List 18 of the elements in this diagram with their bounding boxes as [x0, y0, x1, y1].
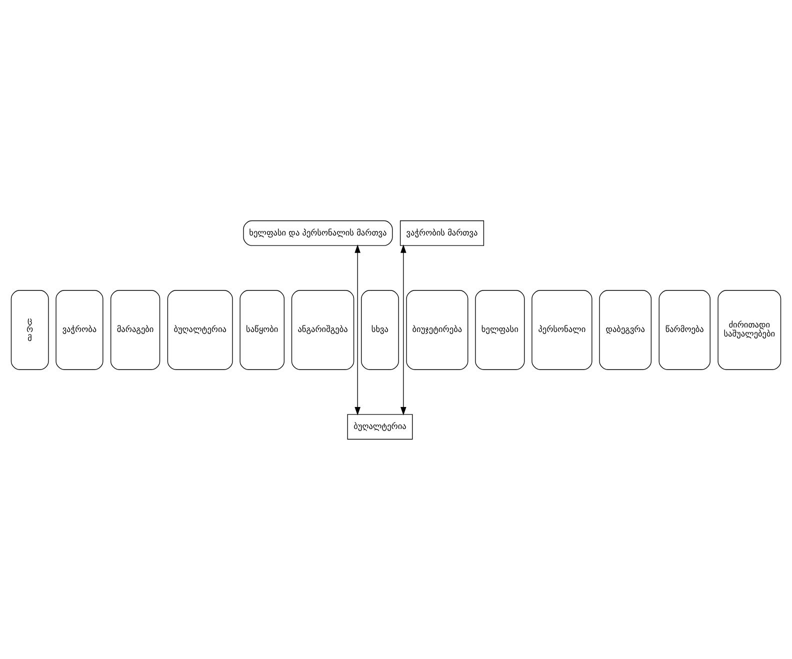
node-box: ბუღალტერია [347, 414, 413, 440]
node-box: ანგარიშგება [291, 290, 354, 370]
node-box: ბუღალტერია [167, 290, 233, 370]
node-box: ვაჭრობის მართვა [400, 220, 484, 246]
node-box: სხვა [361, 290, 399, 370]
arrow [400, 244, 406, 415]
node-box: დაბეგვრა [599, 290, 652, 370]
node-box: მარაგები [110, 290, 160, 370]
node-box: ძირითადი საშუალებები [718, 290, 782, 370]
node-box: ბიუჯეტირება [406, 290, 468, 370]
node-box: ხელფასი [475, 290, 525, 370]
node-box: ც რ მ [10, 290, 49, 370]
arrow [354, 244, 360, 415]
node-box: ვაჭრობა [56, 290, 104, 370]
node-box: საწყობი [240, 290, 285, 370]
node-box: წარმოება [658, 290, 710, 370]
node-box: ხელფასი და პერსონალის მართვა [243, 220, 393, 246]
node-box: პერსონალი [532, 290, 592, 370]
